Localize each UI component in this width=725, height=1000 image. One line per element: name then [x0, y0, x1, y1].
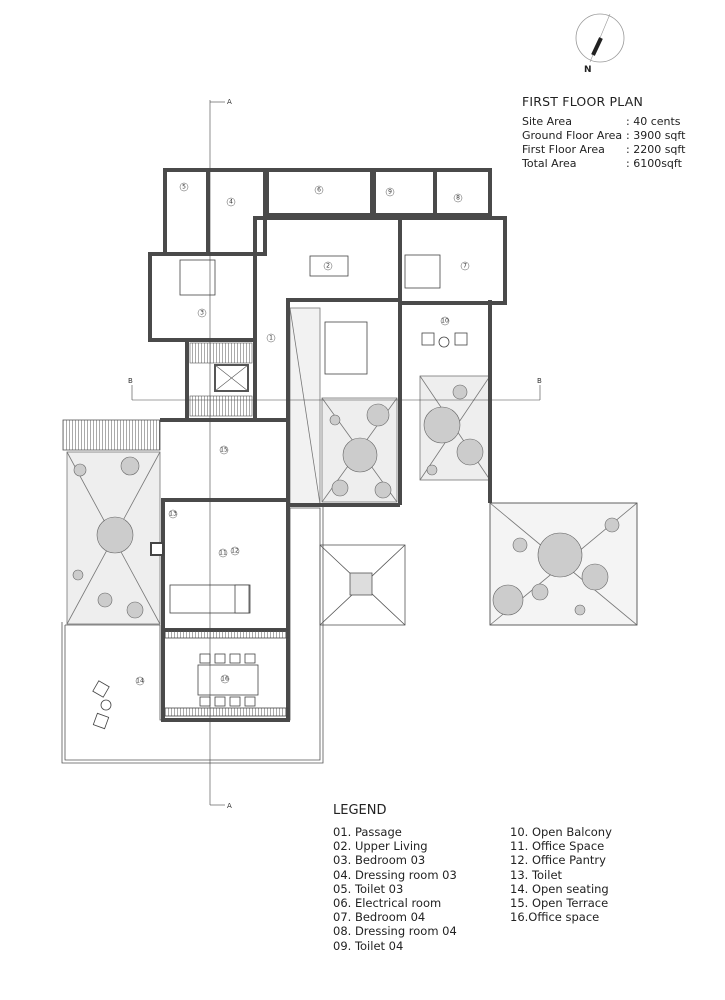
room-3-label: 3	[200, 310, 204, 317]
room-2-label: 2	[326, 263, 330, 270]
plan-title: FIRST FLOOR PLAN	[522, 94, 644, 109]
legend-item: 08. Dressing room 04	[333, 924, 457, 939]
legend-item: 01. Passage	[333, 825, 402, 839]
legend-item: 16.Office space	[510, 910, 600, 925]
skylight	[319, 544, 406, 626]
legend-item: 11. Office Space	[510, 839, 605, 854]
legend-column-1: 01. Passage 02. Upper Living 03. Bedroom…	[333, 825, 457, 953]
room-1-label: 1	[269, 335, 273, 342]
section-label-b-left: B	[128, 377, 133, 385]
legend-item: 12. Office Pantry	[510, 853, 606, 868]
legend-item: 03. Bedroom 03	[333, 853, 426, 868]
legend-item: 15. Open Terrace	[510, 896, 609, 911]
area-row: Ground Floor Area: 3900 sqft	[522, 129, 685, 143]
area-label: Total Area	[522, 157, 577, 170]
room-10-label: 10	[441, 318, 449, 325]
area-value: : 2200 sqft	[626, 143, 686, 156]
area-label: First Floor Area	[522, 143, 605, 156]
stair	[189, 342, 253, 417]
room-number-tags	[135, 182, 470, 686]
area-value: : 40 cents	[626, 115, 681, 128]
area-label: Ground Floor Area	[522, 129, 623, 142]
area-row: Total Area : 6100sqft	[522, 157, 685, 171]
legend-item: 09. Toilet 04	[333, 938, 404, 953]
area-value: : 6100sqft	[626, 157, 682, 170]
legend-title: LEGEND	[333, 803, 387, 818]
section-label-a-bottom: A	[227, 802, 232, 810]
room-15-label: 15	[220, 447, 228, 454]
room-13-label: 13	[169, 511, 177, 518]
room-5-label: 5	[182, 184, 186, 191]
north-arrow-icon: N	[575, 13, 625, 75]
room-16-label: 16	[221, 676, 229, 683]
room-8-label: 8	[456, 195, 460, 202]
legend-item: 14. Open seating	[510, 881, 609, 896]
area-table: Site Area : 40 cents Ground Floor Area: 3…	[522, 115, 685, 171]
room-4-label: 4	[229, 199, 233, 206]
walls	[148, 168, 507, 722]
legend-item: 04. Dressing room 03	[333, 867, 457, 882]
room-6-label: 6	[317, 187, 321, 194]
room-12-label: 12	[231, 548, 239, 555]
north-label: N	[584, 65, 592, 75]
section-lines	[131, 100, 541, 806]
legend-item: 06. Electrical room	[333, 896, 442, 911]
trees	[72, 384, 620, 619]
legend-item: 05. Toilet 03	[333, 881, 404, 896]
area-value: : 3900 sqft	[626, 129, 686, 142]
legend-column-2: 10. Open Balcony 11. Office Space 12. Of…	[510, 825, 612, 924]
room-9-label: 9	[388, 189, 392, 196]
section-label-b-right: B	[537, 377, 542, 385]
area-row: First Floor Area : 2200 sqft	[522, 143, 685, 157]
legend-item: 13. Toilet	[510, 867, 563, 882]
area-row: Site Area : 40 cents	[522, 115, 685, 129]
room-11-label: 11	[219, 550, 227, 557]
section-label-a-top: A	[227, 98, 232, 106]
area-label: Site Area	[522, 115, 572, 128]
legend-item: 02. Upper Living	[333, 839, 428, 854]
legend-item: 07. Bedroom 04	[333, 910, 426, 925]
legend-item: 10. Open Balcony	[510, 825, 612, 839]
terrace-outlines	[61, 419, 638, 764]
room-7-label: 7	[463, 263, 467, 270]
room-14-label: 14	[136, 678, 144, 685]
